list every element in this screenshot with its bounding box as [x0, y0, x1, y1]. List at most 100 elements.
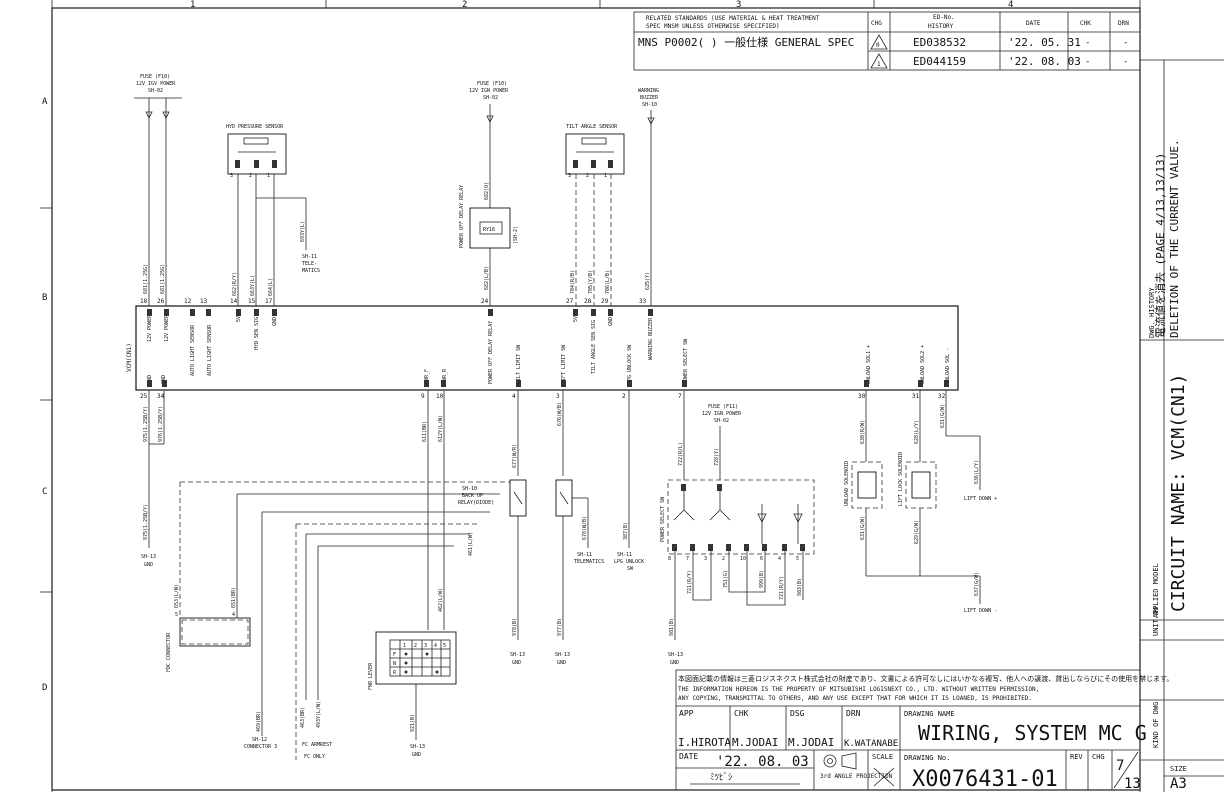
drawing-date: '22. 08. 03 — [716, 754, 809, 770]
ps-pin-2: 2 — [722, 556, 725, 562]
wire-612: 612Y(L/W) — [438, 415, 444, 442]
func-fnr-r: FNR_R — [442, 368, 448, 384]
backup-relay-2: BACK UP — [462, 493, 483, 499]
zone-col-1: 1 — [190, 0, 195, 10]
fnr-col-3: 3 — [424, 643, 427, 649]
wire-662: 662(R/Y) — [232, 272, 238, 296]
wire-676: 676(W/B) — [557, 402, 563, 426]
lpg-unlock-3: SW — [627, 566, 634, 572]
bot-pin-34: 34 — [157, 393, 165, 400]
func-gnd-2: GND — [608, 317, 614, 326]
vcm-label: VCM(CN1) — [126, 343, 133, 372]
bot-pin-10: 10 — [436, 393, 444, 400]
wire-651: 651(BR) — [231, 587, 237, 608]
ps-wire-751: 751(G) — [723, 570, 729, 588]
relay-sh: (SH-2) — [513, 226, 519, 244]
svg-text:2: 2 — [586, 173, 589, 179]
wire-978: 978(B) — [512, 618, 518, 636]
col-chg: CHG — [871, 20, 882, 27]
wiring-diagram: VCM(CN1) 18 26 12 13 14 15 17 24 27 28 2… — [126, 74, 997, 760]
func-lpg-unlock-sw: LPG UNLOCK SW — [627, 344, 633, 384]
wire-628: 628(L/Y) — [914, 420, 920, 444]
rev-row-1-drn: - — [1123, 57, 1128, 67]
fnr-row-n: N — [393, 661, 396, 667]
drawing-name: WIRING, SYSTEM MC G — [918, 721, 1147, 745]
revision-table: RELATED STANDARDS (USE MATERIAL & HEAT T… — [633, 11, 1141, 71]
func-unload-sol2: UNLOAD SOL2 + — [920, 345, 926, 384]
drawer: K.WATANABE — [844, 739, 898, 749]
wire-682-lb: 682(L/B) — [484, 266, 490, 290]
bot-pin-32: 32 — [938, 393, 946, 400]
circuit-name: CIRCUIT NAME: VCM(CN1) — [1168, 374, 1189, 612]
wire-493: 493Y(L/W) — [316, 701, 322, 728]
zone-row-c: C — [42, 487, 47, 497]
wire-631-a: 631(G/W) — [940, 404, 946, 428]
rev-row-0-chk: - — [1085, 38, 1090, 48]
wire-728: 728(Y) — [714, 448, 720, 466]
func-lift-limit-sw: LIFT LIMIT SW — [561, 344, 567, 384]
zone-row-d: D — [42, 683, 47, 693]
func-12v-power-2: 12V POWER — [164, 314, 170, 342]
ps-wire-721-b: 721(R/Y) — [779, 576, 785, 600]
company-logo: ﾐﾂﾋﾞｼ — [690, 772, 800, 785]
func-gnd-1: GND — [272, 317, 278, 326]
side-panel: DWG. HISTORY 電流値を消去 (PAGE 4/13,13/13) DE… — [1140, 59, 1224, 792]
tele-ref-1: SH-11 — [302, 254, 317, 260]
wire-682-o: 682(O) — [484, 182, 490, 200]
gnd-ref-lift-2: GND — [557, 660, 566, 666]
wire-981: 981(B) — [669, 618, 675, 636]
svg-text:1: 1 — [604, 173, 607, 179]
scale-none-icon — [873, 767, 895, 787]
warning-buzzer-1: WARNING — [638, 88, 659, 94]
fuse-f11-1: FUSE (F11) — [708, 404, 738, 410]
wire-637: 637(G/W) — [974, 572, 980, 596]
fuse-f11-3: SH-02 — [714, 418, 729, 424]
gnd-ref-tilt-1: SH-13 — [510, 652, 525, 658]
fuse-f10-b-1: FUSE (F10) — [477, 81, 507, 87]
gnd-ref-lift-1: SH-13 — [555, 652, 570, 658]
notice-en-2: ANY COPYING, TRANSMITTAL TO OTHERS, AND … — [678, 695, 1032, 702]
zone-row-b: B — [42, 293, 47, 303]
history-line-1: 電流値を消去 (PAGE 4/13,13/13) — [1153, 153, 1167, 338]
fuse-f10-b-3: SH-02 — [483, 95, 498, 101]
col-ed-2: HISTORY — [928, 23, 954, 30]
rev-row-1-ed: ED044159 — [913, 55, 966, 68]
col-drn: DRN — [1118, 20, 1129, 27]
wire-975-a: 975(1.25B/Y) — [143, 406, 149, 442]
telematics-c-1: SH-11 — [577, 552, 592, 558]
fc-armrest-2: FC ONLY — [304, 754, 325, 760]
unit-no-label: UNIT No. — [1152, 602, 1160, 636]
gnd-ref-left-2: GND — [144, 562, 153, 568]
top-pin-17: 17 — [265, 298, 273, 305]
drawing-no: X0076431-01 — [912, 767, 1058, 792]
bot-pin-3: 3 — [556, 393, 560, 400]
svg-text:1: 1 — [267, 173, 270, 179]
designer: M.JODAI — [788, 736, 834, 749]
lift-down-minus: LIFT DOWN - — [964, 608, 997, 614]
gnd-ref-tilt-2: GND — [512, 660, 521, 666]
gnd-ref-ps-1: SH-13 — [668, 652, 683, 658]
fnr-col-5: 5 — [443, 643, 446, 649]
fuse-f10-a-2: 12V IGV POWER — [136, 81, 176, 87]
rev-row-0-chg: 0 — [876, 42, 880, 49]
lift-lock-solenoid — [905, 461, 937, 509]
wire-461: 461(L/W) — [468, 532, 474, 556]
unload-solenoid — [851, 461, 883, 509]
ps-pin-4: 4 — [778, 556, 781, 562]
rev-row-0-ed: ED038532 — [913, 36, 966, 49]
zone-col-2: 2 — [462, 0, 467, 10]
bot-pin-9: 9 — [421, 393, 425, 400]
title-block: 本図面記載の情報は三菱ロジスネクスト株式会社の財産であり、文書による許可なしには… — [675, 669, 1224, 792]
unload-solenoid-label: UNLOAD SOLENOID — [844, 461, 850, 506]
chg-label: CHG — [1092, 753, 1105, 761]
gnd-ref-fnr-2: GND — [412, 752, 421, 758]
drn-label: DRN — [846, 709, 861, 718]
scale-label: SCALE — [872, 753, 893, 761]
tele-ref-3: MATICS — [302, 268, 320, 274]
backup-relay-3: RELAY(DIODE) — [458, 500, 494, 506]
fnr-col-1: 1 — [403, 643, 406, 649]
wire-387: 387(B) — [623, 522, 629, 540]
relay-label: POWER OFF DELAY RELAY — [459, 185, 465, 248]
top-pin-13: 13 — [200, 298, 208, 305]
backup-relay-1: SH-10 — [462, 486, 477, 492]
